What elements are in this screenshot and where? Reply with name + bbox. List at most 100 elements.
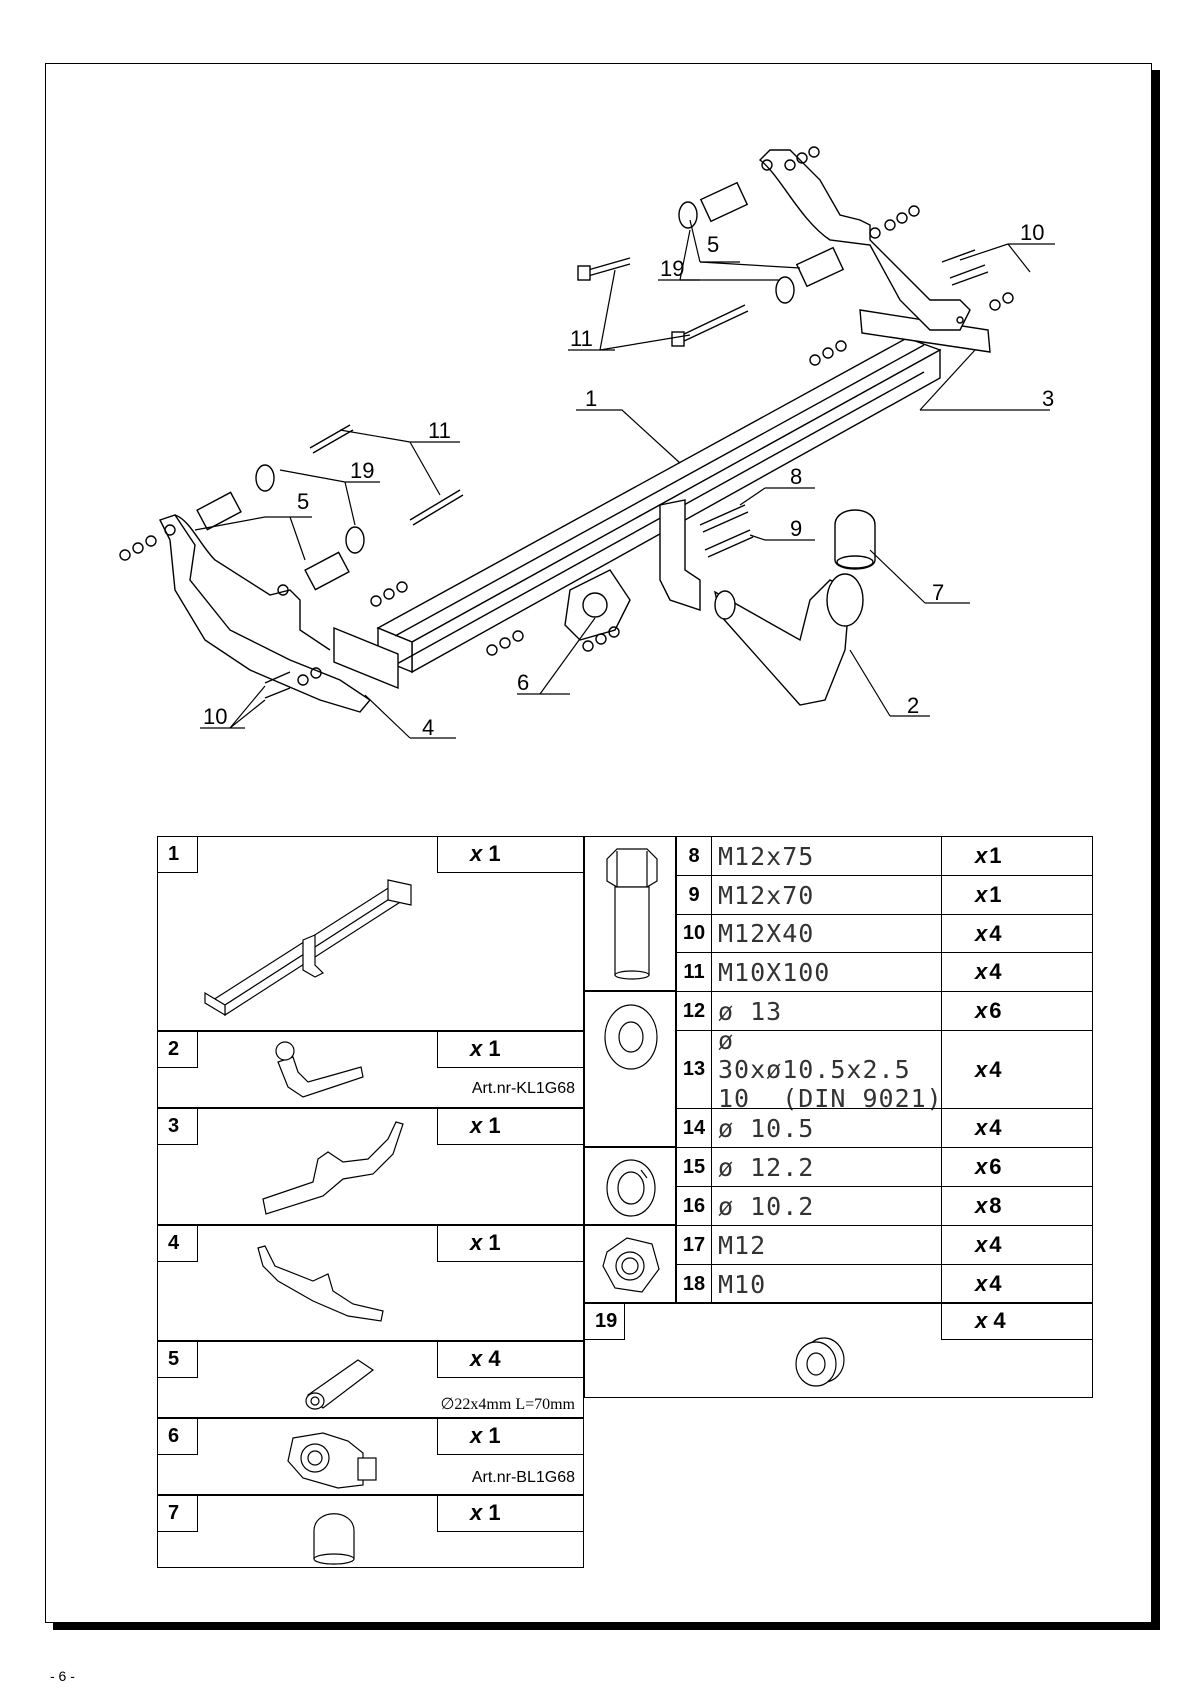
- part-spec: M12x75: [712, 837, 942, 875]
- part-number: 6: [158, 1419, 198, 1455]
- washer-chains-drawing: [119, 146, 1014, 686]
- spring-washer-icon-cell: [584, 1147, 676, 1225]
- flat-washer-icon: [604, 1004, 658, 1070]
- bolt-icon: [606, 848, 658, 980]
- left-bracket-drawing: [159, 514, 399, 713]
- part-row-3: 3 x 1: [157, 1108, 584, 1225]
- part-quantity: x 1: [437, 1109, 583, 1145]
- parts-table-left: 1 x 1 2 x 1 Art.nr-KL1G68 3 x 1: [157, 836, 584, 1568]
- label-5-left: 5: [297, 489, 309, 514]
- part-spec-line-1: ø 30xø10.5x2.5: [718, 1026, 911, 1084]
- label-10-right: 10: [1020, 220, 1044, 245]
- ball-cap-thumbnail: [313, 1513, 355, 1565]
- socket-plate-thumbnail: [287, 1432, 377, 1489]
- part-row-5: 5 x 4 ∅22x4mm L=70mm: [157, 1341, 584, 1418]
- spacer-tube-thumbnail: [305, 1359, 375, 1410]
- label-2: 2: [907, 693, 919, 718]
- part-number: 1: [158, 837, 198, 873]
- part-spec: ø 30xø10.5x2.5 10 (DIN 9021): [712, 1026, 942, 1113]
- part-quantity: x 4: [437, 1342, 583, 1378]
- part-number: 4: [158, 1226, 198, 1262]
- part-number: 15: [676, 1148, 712, 1186]
- part-row-1: 1 x 1: [157, 836, 584, 1031]
- part-spec: ø 10.2: [712, 1187, 942, 1225]
- crossbar-thumbnail: [204, 879, 412, 1017]
- part-quantity: x 1: [437, 1419, 583, 1455]
- part-row-7: 7 x 1: [157, 1495, 584, 1568]
- part-number: 3: [158, 1109, 198, 1145]
- part-spec: ø 13: [712, 992, 942, 1030]
- part-number: 11: [676, 953, 712, 991]
- part-spec: M12x70: [712, 876, 942, 914]
- part-quantity: x 1: [437, 1226, 583, 1262]
- part-row-2: 2 x 1 Art.nr-KL1G68: [157, 1031, 584, 1108]
- label-1: 1: [585, 386, 597, 411]
- article-number: Art.nr-BL1G68: [471, 1469, 575, 1486]
- part-number: 14: [676, 1109, 712, 1147]
- hex-nut-icon: [602, 1237, 660, 1293]
- part-quantity: x 4: [941, 1304, 1092, 1340]
- center-bracket-drawing: [564, 499, 701, 641]
- label-19-right: 19: [660, 256, 684, 281]
- label-11-right: 11: [570, 326, 593, 351]
- label-19-left: 19: [350, 458, 374, 483]
- part-number: 18: [676, 1265, 712, 1303]
- part-number: 9: [676, 876, 712, 914]
- spacer-ring-icon: [795, 1337, 845, 1387]
- part-quantity: x 1: [437, 1032, 583, 1068]
- ball-cap-drawing: [834, 509, 876, 570]
- part-number: 5: [158, 1342, 198, 1378]
- label-7: 7: [932, 580, 944, 605]
- washer-icon-cell: [584, 991, 676, 1147]
- spring-washer-icon: [606, 1159, 656, 1217]
- part-number: 16: [676, 1187, 712, 1225]
- bolts-8-9-drawing: [699, 504, 754, 558]
- part-spec: M12X40: [712, 915, 942, 952]
- nut-icon-cell: [584, 1225, 676, 1303]
- part-number: 2: [158, 1032, 198, 1068]
- label-8: 8: [790, 464, 802, 489]
- label-11-left: 11: [428, 418, 451, 443]
- part-number: 17: [676, 1226, 712, 1264]
- part-number: 12: [676, 992, 712, 1030]
- article-number: ∅22x4mm L=70mm: [440, 1396, 575, 1413]
- part-spec: M10X100: [712, 953, 942, 991]
- ball-neck-drawing: [713, 573, 864, 706]
- leader-lines: [194, 219, 1055, 739]
- part-spec: ø 12.2: [712, 1148, 942, 1186]
- label-10-left: 10: [203, 704, 227, 729]
- part-spec: M10: [712, 1265, 942, 1303]
- part-row-4: 4 x 1: [157, 1225, 584, 1341]
- label-9: 9: [790, 516, 802, 541]
- part-row-19: 19 x 4: [584, 1303, 1093, 1398]
- page-number: - 6 -: [50, 1668, 75, 1684]
- part-number: 7: [158, 1496, 198, 1532]
- label-6: 6: [517, 670, 529, 695]
- part-row-6: 6 x 1 Art.nr-BL1G68: [157, 1418, 584, 1495]
- label-5-right: 5: [707, 232, 719, 257]
- left-bolts-drawing: [196, 424, 464, 699]
- label-4: 4: [422, 715, 434, 740]
- part-number: 13: [676, 1031, 712, 1108]
